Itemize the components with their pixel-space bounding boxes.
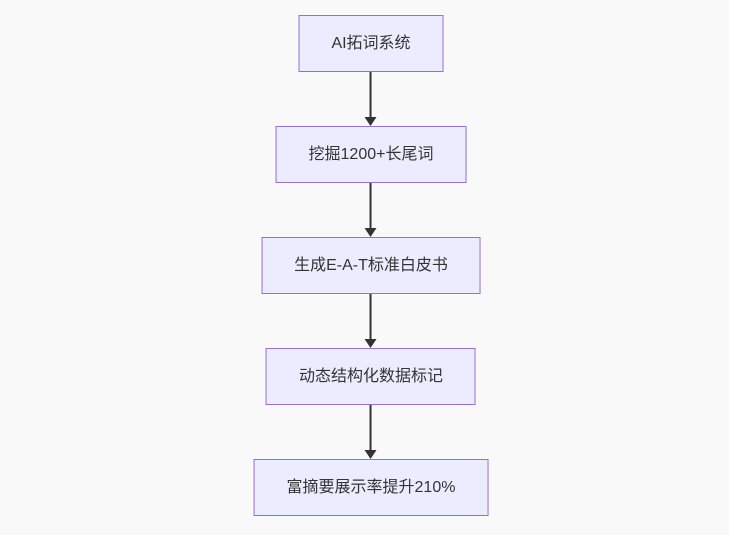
flowchart-node-eat-whitepaper: 生成E-A-T标准白皮书 xyxy=(261,237,481,294)
arrow-head xyxy=(365,339,377,348)
arrow-head xyxy=(365,450,377,459)
arrow-shaft xyxy=(370,72,372,117)
flowchart-node-ai-system: AI拓词系统 xyxy=(298,15,444,72)
flowchart: AI拓词系统 挖掘1200+长尾词 生成E-A-T标准白皮书 动态结构化数据标记… xyxy=(253,15,489,516)
flowchart-node-rich-snippet-rate: 富摘要展示率提升210% xyxy=(253,459,489,516)
arrow-shaft xyxy=(370,183,372,228)
arrow-down-icon xyxy=(365,72,377,126)
flowchart-node-structured-data: 动态结构化数据标记 xyxy=(265,348,476,405)
arrow-head xyxy=(365,117,377,126)
arrow-head xyxy=(365,228,377,237)
arrow-down-icon xyxy=(365,183,377,237)
arrow-shaft xyxy=(370,405,372,450)
arrow-down-icon xyxy=(365,405,377,459)
arrow-down-icon xyxy=(365,294,377,348)
arrow-shaft xyxy=(370,294,372,339)
flowchart-node-longtail-keywords: 挖掘1200+长尾词 xyxy=(275,126,467,183)
